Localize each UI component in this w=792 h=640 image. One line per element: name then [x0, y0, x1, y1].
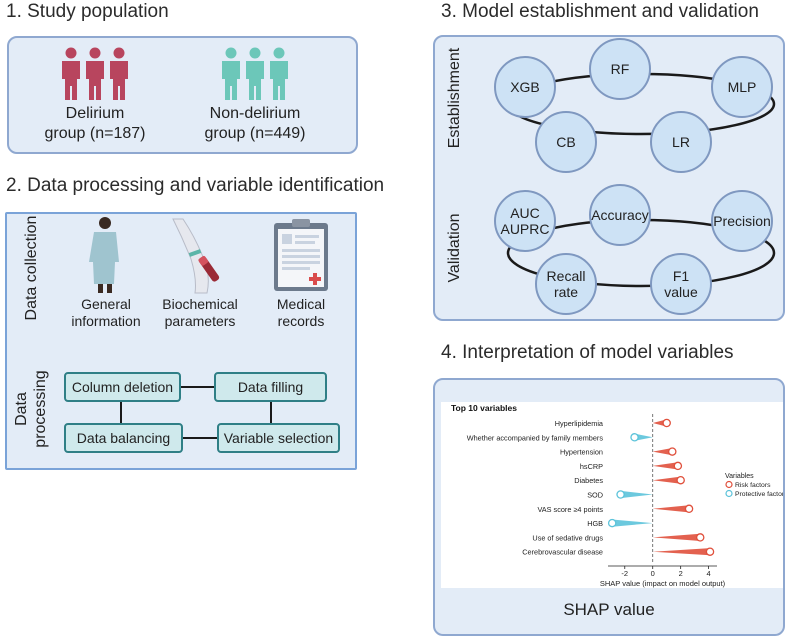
category-label: VAS score ≥4 points — [537, 505, 603, 514]
section3-title: 3. Model establishment and validation — [441, 1, 759, 22]
metric-recall-line2: rate — [553, 284, 579, 300]
delirium-label-line2: group (n=187) — [44, 125, 146, 142]
model-mlp: MLP — [711, 56, 773, 118]
metric-precision: Precision — [711, 190, 773, 252]
shap-tail — [620, 490, 653, 499]
metric-auc-line2: AUPRC — [500, 221, 550, 237]
metric-recall-line1: Recall — [546, 268, 586, 284]
shap-tail — [612, 519, 653, 527]
medical-records-line1: Medical — [276, 296, 326, 312]
processing-connectors — [120, 386, 272, 439]
medical-records-label: Medical records — [256, 296, 346, 330]
clipboard-icon — [274, 219, 328, 291]
delirium-group-label: Delirium group (n=187) — [40, 104, 150, 144]
medical-records-line2: records — [277, 313, 325, 329]
model-cb: CB — [535, 111, 597, 173]
general-information-line2: information — [71, 313, 141, 329]
section4-title: 4. Interpretation of model variables — [441, 342, 734, 363]
category-label: Hyperlipidemia — [555, 419, 604, 428]
variable-selection-step: Variable selection — [217, 423, 340, 453]
category-label: Hypertension — [560, 448, 603, 457]
metric-auc-line1: AUC — [510, 205, 540, 221]
metric-f1-line1: F1 — [672, 268, 690, 284]
shap-point — [676, 475, 685, 485]
non-delirium-people-icon — [222, 47, 288, 100]
legend-entry: Protective factors — [735, 491, 783, 498]
data-balancing-step: Data balancing — [64, 423, 183, 453]
category-label: Diabetes — [574, 476, 603, 485]
category-label: hsCRP — [580, 462, 603, 471]
delirium-label-line1: Delirium — [65, 105, 125, 122]
category-label: Use of sedative drugs — [532, 533, 603, 542]
metric-accuracy: Accuracy — [589, 184, 651, 246]
legend-title: Variables — [725, 473, 754, 480]
metric-recall-rate: Recall rate — [535, 253, 597, 315]
biochemical-parameters-label: Biochemical parameters — [150, 296, 250, 330]
shap-tail — [652, 448, 673, 456]
legend-entry: Risk factors — [735, 482, 771, 489]
shap-point — [705, 547, 715, 556]
biochemical-parameters-line2: parameters — [164, 313, 236, 329]
legend-marker — [725, 489, 733, 498]
x-tick-label: 0 — [651, 569, 655, 578]
delirium-people-icon — [62, 47, 128, 100]
shap-caption: SHAP value — [563, 600, 655, 619]
shap-tail — [652, 505, 690, 513]
category-label: HGB — [587, 519, 603, 528]
model-lr: LR — [650, 111, 712, 173]
shap-tail — [652, 462, 678, 470]
model-xgb: XGB — [494, 56, 556, 118]
shap-tail — [634, 433, 653, 441]
non-delirium-group-label: Non-delirium group (n=449) — [190, 104, 320, 144]
shap-point — [668, 447, 677, 456]
section2-title: 2. Data processing and variable identifi… — [6, 175, 385, 196]
x-tick-label: -2 — [621, 569, 628, 578]
general-information-label: General information — [58, 296, 154, 330]
shap-point — [616, 490, 625, 499]
general-information-line1: General — [81, 296, 131, 312]
biochemical-parameters-line1: Biochemical — [162, 296, 238, 312]
metric-f1-value: F1 value — [650, 253, 712, 315]
section1-title: 1. Study population — [6, 1, 169, 22]
model-rf: RF — [589, 38, 651, 100]
patient-icon — [89, 217, 119, 293]
non-delirium-label-line1: Non-delirium — [209, 105, 301, 122]
column-deletion-step: Column deletion — [64, 372, 181, 402]
shap-point — [684, 504, 694, 514]
legend-marker — [725, 480, 733, 489]
shap-point — [630, 433, 639, 442]
category-label: SOD — [587, 491, 603, 500]
non-delirium-label-line2: group (n=449) — [204, 125, 306, 142]
x-tick-label: 4 — [707, 569, 711, 578]
metric-auc-auprc: AUC AUPRC — [494, 190, 556, 252]
shap-tail — [652, 548, 711, 556]
shap-tail — [652, 533, 701, 541]
shap-tail — [652, 476, 681, 484]
category-label: Cerebrovascular disease — [522, 548, 603, 557]
shap-point — [673, 461, 683, 471]
data-filling-step: Data filling — [214, 372, 327, 402]
shap-point — [607, 518, 617, 528]
shap-point — [695, 533, 705, 542]
x-tick-label: 2 — [679, 569, 683, 578]
chart-title: Top 10 variables — [451, 403, 517, 413]
category-label: Whether accompanied by family members — [467, 433, 604, 442]
blood-draw-icon — [172, 218, 220, 294]
shap-point — [662, 418, 671, 428]
metric-f1-line2: value — [664, 284, 698, 300]
x-axis-label: SHAP value (impact on model output) — [600, 579, 726, 588]
